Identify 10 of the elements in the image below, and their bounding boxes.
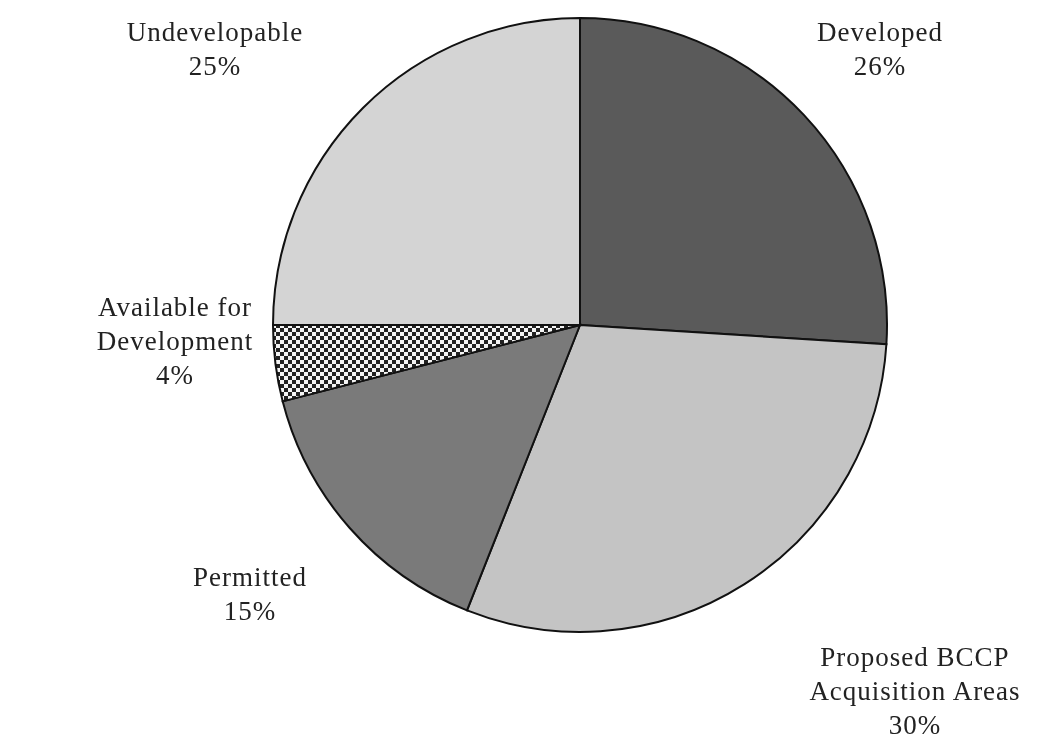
value-label: 15%	[222, 595, 278, 628]
value-label: 25%	[187, 50, 243, 83]
value-label: 26%	[852, 50, 908, 83]
category-label: Undevelopable	[126, 16, 304, 49]
value-label: 4%	[155, 359, 195, 392]
category-label: Developed	[817, 16, 943, 49]
value-label: 30%	[887, 709, 943, 742]
category-label: Permitted	[193, 561, 307, 594]
category-label: Proposed BCCP Acquisition Areas	[808, 641, 1022, 708]
category-label: Available for Development	[95, 291, 255, 358]
